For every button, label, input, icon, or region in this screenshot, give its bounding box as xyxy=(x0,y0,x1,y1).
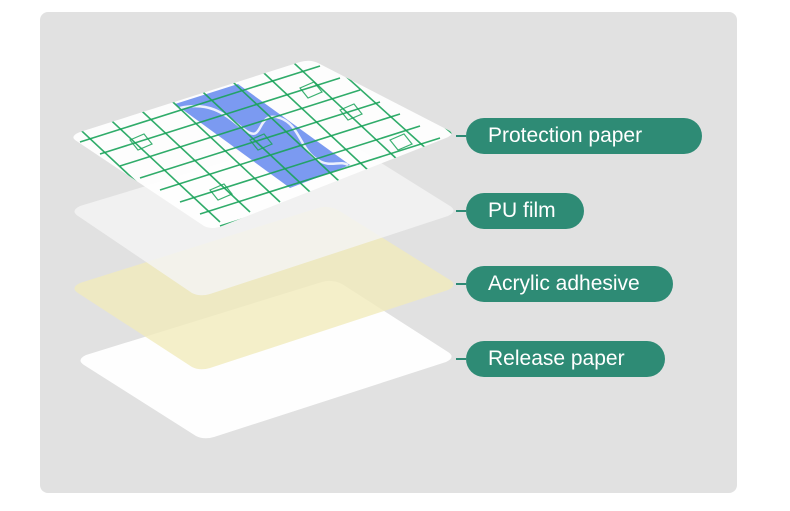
pu-film-layer xyxy=(74,132,454,296)
acrylic-adhesive-layer xyxy=(74,206,454,370)
label-pu-film: PU film xyxy=(466,193,584,229)
label-acrylic-adhesive: Acrylic adhesive xyxy=(466,266,673,302)
callout-release-paper: Release paper xyxy=(456,341,665,377)
label-protection-paper: Protection paper xyxy=(466,118,702,154)
callout-acrylic-adhesive: Acrylic adhesive xyxy=(456,266,673,302)
callout-connector xyxy=(456,210,466,212)
callout-connector xyxy=(456,283,466,285)
callout-protection-paper: Protection paper xyxy=(456,118,702,154)
protection-paper-layer xyxy=(73,60,452,228)
label-release-paper: Release paper xyxy=(466,341,665,377)
callout-connector xyxy=(456,135,466,137)
release-paper-layer xyxy=(80,280,452,439)
callout-connector xyxy=(456,358,466,360)
callout-pu-film: PU film xyxy=(456,193,584,229)
